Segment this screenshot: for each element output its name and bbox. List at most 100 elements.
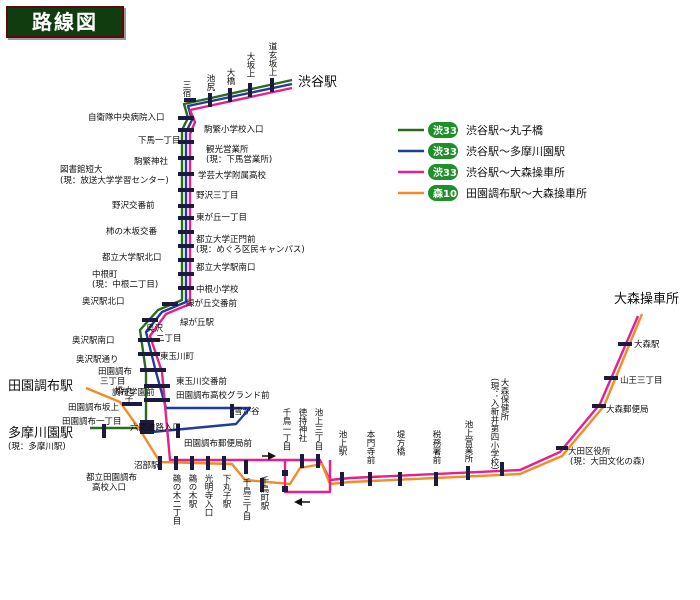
legend-item-1: 渋33 渋谷駅～多摩川園駅 — [398, 143, 565, 159]
stop-label: 雪が谷 — [234, 406, 260, 417]
stop-marker — [208, 93, 212, 107]
terminal-denenchofu: 田園調布駅 — [8, 379, 73, 394]
stop-label: 調布学園前 — [112, 387, 155, 398]
stop-marker — [368, 472, 372, 486]
stop-marker — [270, 78, 274, 92]
stop-label: (現：大田文化の森) — [570, 456, 645, 467]
stop-label: 田園調布一丁目 — [62, 416, 122, 427]
stop-label: 緑が丘駅 — [180, 317, 215, 328]
stop-label: 田園調布高校グランド前 — [176, 390, 270, 401]
stop-label: 池上営業所 — [463, 419, 473, 463]
stop-label: 光明寺入口 — [203, 473, 213, 516]
stop-marker — [434, 472, 438, 486]
stop-label: 田園調布郵便局前 — [184, 438, 253, 449]
stop-marker — [178, 244, 194, 248]
stop-label: 千鳥町駅 — [259, 475, 269, 511]
stop-marker — [230, 404, 234, 418]
stop-marker — [300, 454, 304, 468]
legend-label: 田園調布駅～大森操車所 — [466, 186, 587, 200]
stop-marker — [190, 456, 194, 470]
legend-item-2: 渋33 渋谷駅～大森操車所 — [398, 164, 565, 180]
stop-marker — [178, 286, 194, 290]
stop-label: 本門寺前 — [365, 429, 375, 465]
stop-label: 野沢交番前 — [112, 200, 155, 211]
stop-label: 堤方橋 — [395, 429, 405, 456]
stop-label: (現：下馬営業所) — [206, 154, 272, 165]
legend-code: 渋33 — [433, 124, 457, 137]
stop-label: 大森駅 — [634, 339, 660, 350]
stop-marker — [158, 456, 162, 470]
stop-label: 大田区役所 — [568, 446, 611, 457]
legend-code: 渋33 — [433, 145, 457, 158]
stop-label: 池上三丁目 — [313, 407, 323, 451]
stop-label: 観光営業所 — [206, 144, 249, 155]
terminal-tamagawa-sub: (現：多摩川駅) — [8, 441, 66, 452]
stop-label: 都立田園調布 — [86, 472, 137, 483]
stop-marker — [604, 376, 618, 380]
stop-marker — [592, 404, 606, 408]
stop-marker — [618, 342, 632, 346]
stop-marker — [140, 420, 154, 434]
stop-marker — [178, 172, 194, 176]
legend-code: 渋33 — [433, 166, 457, 179]
stop-label: 中根町 — [92, 269, 118, 280]
stop-marker — [184, 98, 196, 102]
stop-label: 千鳥一丁目 — [281, 407, 291, 451]
terminal-tamagawa: 多摩川園駅 — [8, 425, 73, 441]
stop-marker — [260, 478, 264, 492]
stop-label: 自衛隊中央病院入口 — [88, 112, 165, 123]
stop-marker — [178, 188, 194, 192]
stop-label: 高校入口 — [92, 482, 126, 493]
stop-label: (現：めぐろ区民キャンパス) — [196, 245, 305, 255]
arrow-left-icon — [294, 498, 302, 506]
stop-marker — [102, 424, 106, 438]
stop-marker — [178, 116, 194, 120]
stop-marker — [500, 462, 504, 476]
stop-marker — [140, 368, 166, 372]
stop-marker — [398, 472, 402, 486]
stop-marker — [178, 140, 194, 144]
stop-marker — [178, 156, 194, 160]
stop-label: 千鳥三丁目 — [241, 477, 251, 521]
stop-marker — [178, 230, 194, 234]
stop-marker — [122, 402, 142, 406]
stop-marker — [174, 456, 178, 470]
stop-label: 東玉川町 — [160, 351, 195, 362]
stop-label: 奥沢駅通り — [76, 354, 119, 365]
stop-label: 田園調布 — [98, 366, 132, 377]
terminal-shibuya: 渋谷駅 — [298, 75, 337, 90]
arrow-right-icon — [268, 452, 276, 460]
stop-marker — [206, 456, 210, 470]
stop-marker — [222, 456, 226, 470]
stop-label: 池尻 — [205, 73, 215, 92]
legend-label: 渋谷駅～丸子橋 — [466, 123, 543, 137]
stop-label: 六間道路入口 — [130, 422, 181, 433]
stop-marker — [144, 398, 170, 402]
legend-code: 森10 — [432, 187, 457, 200]
legend: 渋33 渋谷駅～丸子橋 渋33 渋谷駅～多摩川園駅 渋33 渋谷駅～大森操車所 … — [398, 122, 587, 201]
legend-item-3: 森10 田園調布駅～大森操車所 — [398, 185, 587, 201]
stop-marker — [178, 204, 194, 208]
stop-marker — [316, 454, 320, 468]
stop-label: 緑が丘交番前 — [186, 298, 238, 309]
stop-label: 沼部駅 — [134, 460, 160, 471]
stop-label: 鵜の木二丁目 — [171, 473, 181, 526]
stop-marker — [144, 384, 170, 388]
stop-marker — [138, 338, 160, 342]
stop-label: 柿の木坂交番 — [106, 226, 158, 237]
stop-marker — [178, 272, 194, 276]
stop-label: 東玉川交番前 — [176, 376, 228, 387]
stop-label: 学芸大学附属高校 — [198, 170, 267, 181]
stop-label: 都立大学駅南口 — [196, 262, 256, 273]
stop-label: 二丁目 — [156, 334, 182, 344]
stop-label: 税務署前 — [431, 429, 441, 465]
stop-label: 奥沢駅北口 — [82, 296, 125, 307]
stop-label: 山王三丁目 — [620, 375, 663, 386]
stop-label: 田園調布坂上 — [68, 402, 120, 413]
stop-label: 大坂上 — [245, 51, 255, 77]
stop-label: 中根小学校 — [196, 284, 239, 295]
stop-label: (現：放送大学学習センター) — [60, 175, 169, 186]
stop-marker — [282, 470, 288, 476]
stop-label: 三宿 — [181, 80, 191, 98]
